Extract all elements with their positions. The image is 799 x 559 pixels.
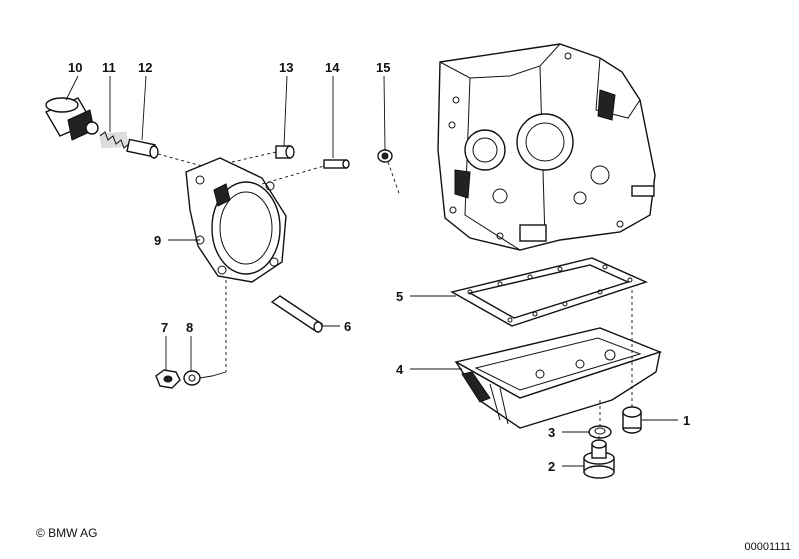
crankcase-housing <box>437 43 656 251</box>
pan-bolt <box>622 406 642 434</box>
callout-12: 12 <box>138 60 152 75</box>
oil-pan <box>454 327 663 429</box>
valve-piston <box>126 138 159 159</box>
leader-lines <box>65 75 678 467</box>
callout-13: 13 <box>279 60 293 75</box>
dowel-pin <box>323 159 350 169</box>
callout-14: 14 <box>325 60 340 75</box>
document-number: 00001111 <box>744 541 792 553</box>
callout-1: 1 <box>683 413 690 428</box>
callout-5: 5 <box>396 289 403 304</box>
oil-pump-cover <box>185 157 287 283</box>
copyright-notice: © BMW AG <box>36 526 98 540</box>
drain-plug <box>583 439 615 479</box>
callout-3: 3 <box>548 425 555 440</box>
relief-valve-body <box>44 97 99 141</box>
drain-plug-washer <box>588 425 612 439</box>
callout-6: 6 <box>344 319 351 334</box>
callout-labels: 1 2 3 4 5 6 7 8 9 10 11 12 13 14 15 <box>68 60 690 474</box>
callout-15: 15 <box>376 60 390 75</box>
callout-9: 9 <box>154 233 161 248</box>
callout-7: 7 <box>161 320 168 335</box>
assembly-lines <box>157 151 633 442</box>
callout-11: 11 <box>102 60 116 75</box>
dowel-sleeve <box>275 145 295 159</box>
hex-nut <box>155 369 181 389</box>
valve-spring <box>99 131 130 149</box>
callout-10: 10 <box>68 60 82 75</box>
guide-rod <box>270 295 324 333</box>
callout-2: 2 <box>548 459 555 474</box>
lock-washer <box>183 370 201 386</box>
sealing-ring <box>377 149 393 163</box>
callout-8: 8 <box>186 320 193 335</box>
oil-pan-gasket <box>450 257 648 327</box>
callout-4: 4 <box>396 362 404 377</box>
